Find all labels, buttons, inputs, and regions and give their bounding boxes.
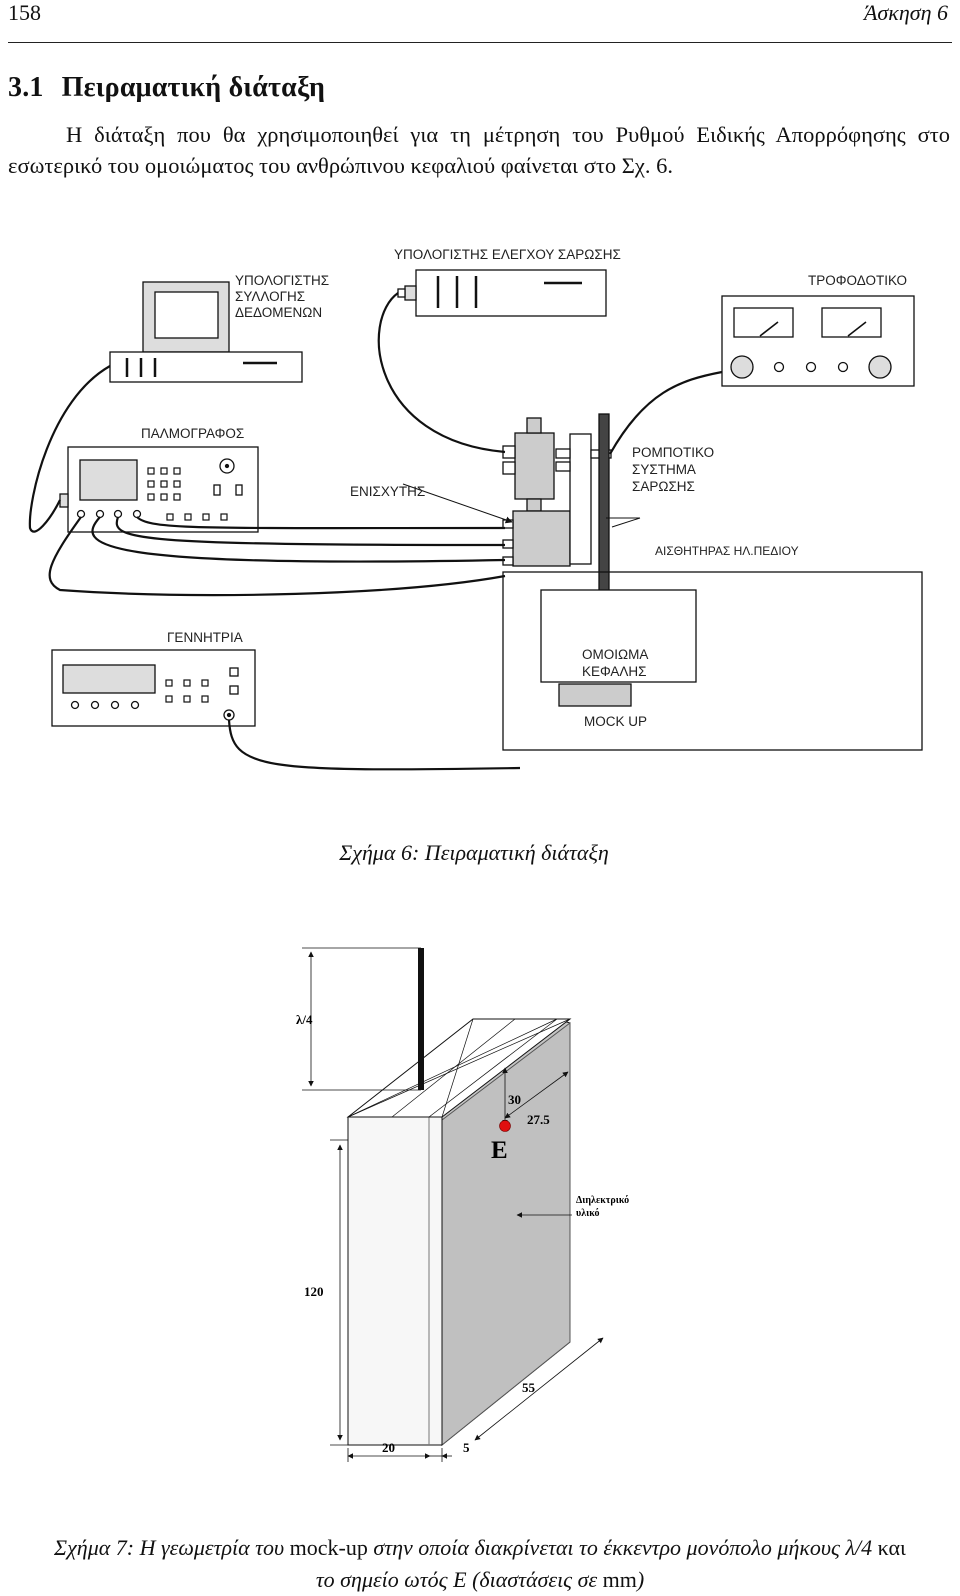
figure-6-setup — [28, 269, 923, 771]
page-number: 158 — [8, 0, 41, 25]
daq-computer — [109, 281, 303, 383]
label-dim-30: 30 — [508, 1092, 521, 1107]
label-daq-pc-3: ΔΕΔΟΜΕΝΩΝ — [235, 305, 322, 320]
cables — [28, 292, 723, 771]
section-heading: 3.1 Πειραματική διάταξη — [8, 72, 325, 104]
caption7-part3: το σημείο ωτός — [315, 1567, 454, 1592]
caption7-and: και — [872, 1535, 906, 1560]
label-dim-120: 120 — [304, 1284, 324, 1299]
scan-control-computer — [397, 269, 607, 317]
label-dim-20: 20 — [382, 1440, 395, 1455]
label-dim-27-5: 27.5 — [527, 1112, 550, 1127]
label-amplifier: ΕΝΙΣΧΥΤΗΣ — [350, 484, 425, 499]
label-dielectric-2: υλικό — [576, 1208, 599, 1219]
label-dim-5: 5 — [463, 1440, 470, 1455]
label-scan-pc: ΥΠΟΛΟΓΙΣΤΗΣ ΕΛΕΓΧΟΥ ΣΑΡΩΣΗΣ — [394, 247, 621, 262]
label-phantom-1: ΟΜΟΙΩΜΑ — [582, 647, 648, 662]
label-dim-55: 55 — [522, 1380, 536, 1395]
caption7-part4: (διαστάσεις σε — [466, 1567, 603, 1592]
label-mockup: MOCK UP — [584, 714, 647, 729]
power-supply — [721, 295, 915, 387]
caption7-part1: Σχήμα 7: Η γεωμετρία του — [54, 1535, 290, 1560]
front-face — [347, 1116, 443, 1446]
mock-up — [502, 571, 923, 751]
caption7-mockup: mock-up — [289, 1535, 368, 1560]
figure-6-caption: Σχήμα 6: Πειραματική διάταξη — [339, 840, 609, 865]
robotic-scanner — [502, 413, 612, 634]
label-robot-3: ΣΑΡΩΣΗΣ — [632, 479, 695, 494]
figure-7-geometry — [302, 947, 604, 1462]
label-sensor: ΑΙΣΘΗΤΗΡΑΣ ΗΛ.ΠΕΔΙΟΥ — [655, 544, 799, 558]
label-point-e: E — [491, 1137, 508, 1164]
figure-7-caption: Σχήμα 7: Η γεωμετρία του mock-up στην οπ… — [10, 1532, 950, 1596]
header-rule — [8, 42, 952, 43]
signal-generator — [51, 649, 256, 727]
intro-paragraph: Η διάταξη που θα χρησιμοποιηθεί για τη μ… — [8, 122, 950, 178]
label-lambda-4: λ/4 — [296, 1012, 313, 1027]
label-dielectric-1: Διηλεκτρικό — [576, 1195, 629, 1206]
label-power-supply: ΤΡΟΦΟΔΟΤΙΚΟ — [808, 273, 907, 288]
label-phantom-2: ΚΕΦΑΛΗΣ — [582, 664, 647, 679]
running-title: Άσκηση 6 — [863, 0, 948, 25]
label-robot-1: ΡΟΜΠΟΤΙΚΟ — [632, 445, 714, 460]
section-number: 3.1 — [8, 72, 44, 103]
caption7-part2: στην οποία διακρίνεται το έκκεντρο μονόπ… — [367, 1535, 846, 1560]
label-oscilloscope: ΠΑΛΜΟΓΡΑΦΟΣ — [141, 426, 244, 441]
label-daq-pc-1: ΥΠΟΛΟΓΙΣΤΗΣ — [235, 273, 329, 288]
point-e-marker — [499, 1120, 511, 1132]
caption7-lambda: λ/4 — [845, 1535, 873, 1560]
caption7-e: E — [453, 1567, 467, 1592]
oscilloscope — [59, 446, 259, 533]
label-daq-pc-2: ΣΥΛΛΟΓΗΣ — [235, 289, 305, 304]
label-generator: ΓΕΝΝΗΤΡΙΑ — [167, 630, 243, 645]
caption7-mm: mm — [602, 1567, 637, 1592]
section-title: Πειραματική διάταξη — [61, 72, 326, 103]
caption7-close: ) — [636, 1567, 645, 1592]
label-robot-2: ΣΥΣΤΗΜΑ — [632, 462, 696, 477]
